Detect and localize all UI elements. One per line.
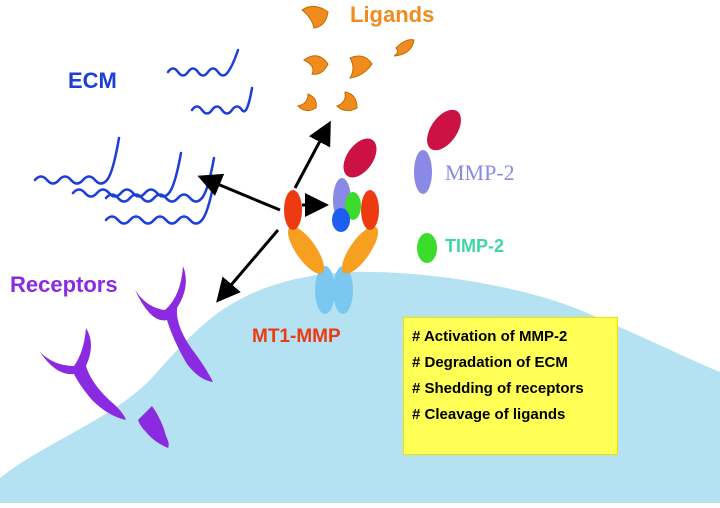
ligands-label: Ligands	[350, 2, 435, 27]
receptors-group	[40, 266, 213, 448]
mt1-mmp-complex	[284, 138, 379, 314]
arrow-to-receptors	[216, 229, 280, 303]
arrow-to-ligands	[293, 120, 331, 189]
ligand-shape	[296, 93, 317, 112]
ecm-fiber	[104, 156, 216, 203]
ecm-fiber	[104, 180, 216, 225]
ligand-shape	[393, 39, 415, 57]
ligand-shape	[303, 55, 329, 75]
mt1-mmp-transmembrane-left	[315, 266, 335, 314]
arrows-group	[197, 120, 331, 303]
ecm-fiber	[166, 48, 240, 77]
ecm-fiber	[190, 86, 254, 115]
mt1-mmp-transmembrane-right	[333, 266, 353, 314]
receptor-shape	[138, 406, 169, 448]
timp2-label: TIMP-2	[445, 236, 505, 256]
mt1-mmp-hemopexin-right	[341, 226, 379, 274]
mt1-mmp-label: MT1-MMP	[252, 326, 341, 347]
ecm-label: ECM	[68, 68, 117, 93]
ligand-shape	[349, 55, 373, 79]
ecm-fiber	[71, 151, 183, 198]
function-item: # Shedding of receptors	[412, 380, 584, 397]
functions-box: # Activation of MMP-2 # Degradation of E…	[403, 317, 618, 455]
receptor-shape	[40, 328, 126, 420]
mmp2-bound-head	[343, 138, 377, 178]
receptors-label: Receptors	[10, 272, 118, 297]
function-item: # Degradation of ECM	[412, 354, 568, 371]
timp2-legend-shape	[417, 233, 437, 263]
ligand-shape	[301, 6, 329, 29]
function-item: # Activation of MMP-2	[412, 328, 568, 345]
mmp2-bound-blue	[332, 208, 350, 232]
ecm-fiber	[33, 136, 121, 185]
ecm-fibers	[33, 48, 254, 225]
ligand-shape	[336, 91, 358, 112]
mt1-mmp-hemopexin-left	[287, 226, 325, 274]
ligands-group	[296, 6, 415, 112]
receptor-shape	[135, 266, 213, 382]
function-item: # Cleavage of ligands	[412, 406, 566, 423]
mmp2-legend-shape	[414, 109, 461, 194]
mmp2-label: MMP-2	[445, 160, 515, 185]
arrow-to-ecm	[197, 173, 281, 212]
timp2-bound	[345, 192, 361, 220]
mt1-mmp-catalytic-right	[361, 190, 379, 230]
mt1-mmp-catalytic-left	[284, 190, 302, 230]
